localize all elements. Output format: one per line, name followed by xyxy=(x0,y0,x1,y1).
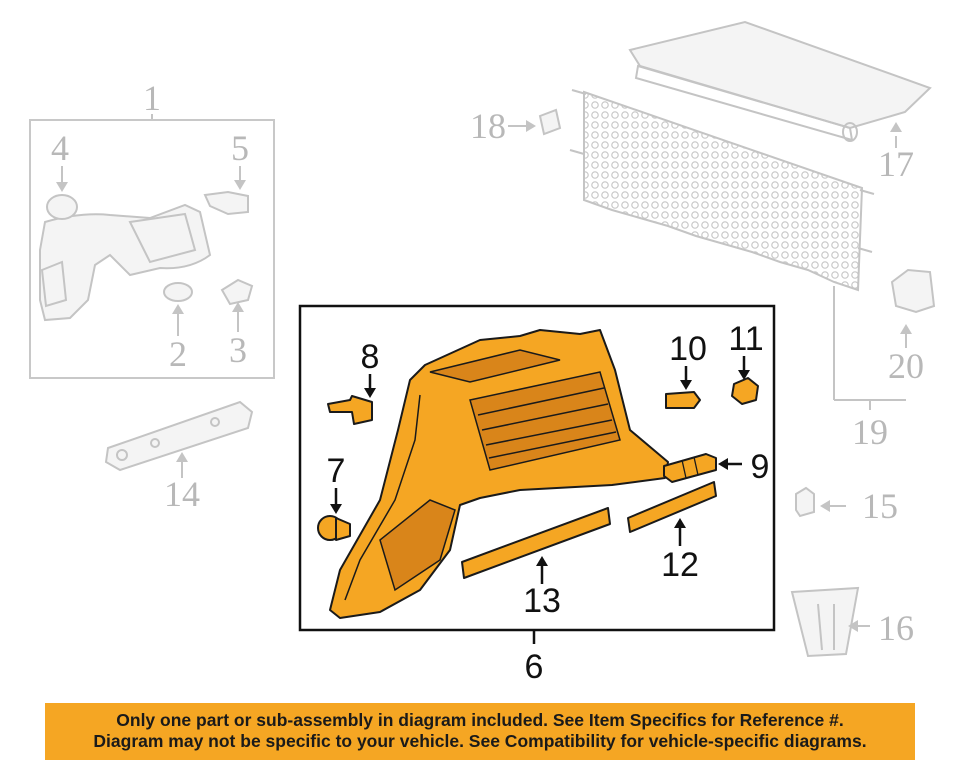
parts-diagram: 1 4 5 2 3 14 18 xyxy=(29,20,936,686)
assembly-group-6: 6 8 7 10 11 xyxy=(298,304,776,686)
part-14-group: 14 xyxy=(104,400,254,514)
assembly-group-1: 1 4 5 2 3 xyxy=(29,78,275,379)
callout-1[interactable]: 1 xyxy=(143,78,161,118)
bin-16-ghost xyxy=(790,586,860,658)
fastener-2-ghost xyxy=(163,282,193,302)
part-18-group: 18 xyxy=(470,106,562,146)
strip-13[interactable] xyxy=(461,507,611,579)
clip-4-ghost xyxy=(46,194,78,220)
callout-13[interactable]: 13 xyxy=(523,582,561,620)
notice-banner: Only one part or sub-assembly in diagram… xyxy=(45,703,915,760)
callout-5[interactable]: 5 xyxy=(231,128,249,168)
clip-11[interactable] xyxy=(731,377,759,405)
cargo-cover-ghost xyxy=(628,20,932,130)
callout-10[interactable]: 10 xyxy=(669,330,707,368)
callout-12[interactable]: 12 xyxy=(661,546,699,584)
clip-3-ghost xyxy=(220,278,254,306)
callout-7[interactable]: 7 xyxy=(327,452,346,490)
callout-15[interactable]: 15 xyxy=(862,486,898,526)
part-16-group: 16 xyxy=(790,586,914,658)
part-19-group: 19 xyxy=(569,89,906,452)
callout-18[interactable]: 18 xyxy=(470,106,506,146)
callout-19[interactable]: 19 xyxy=(852,412,888,452)
group-1-frame xyxy=(29,119,275,379)
callout-14[interactable]: 14 xyxy=(164,474,200,514)
callout-17[interactable]: 17 xyxy=(878,144,914,184)
clip-10[interactable] xyxy=(665,391,701,409)
callout-8[interactable]: 8 xyxy=(361,338,380,376)
clip-9[interactable] xyxy=(663,453,717,483)
callout-11[interactable]: 11 xyxy=(728,320,763,358)
part-20-group: 20 xyxy=(888,268,936,386)
callout-6[interactable]: 6 xyxy=(525,648,544,686)
notice-line-1: Only one part or sub-assembly in diagram… xyxy=(116,710,844,730)
clip-8[interactable] xyxy=(327,395,373,425)
cargo-net-ghost xyxy=(583,90,864,292)
clip-15-ghost xyxy=(795,486,815,518)
bracket-20-ghost xyxy=(890,268,936,314)
callout-9[interactable]: 9 xyxy=(751,448,770,486)
part-15-group: 15 xyxy=(795,486,898,526)
strip-12[interactable] xyxy=(627,481,717,533)
cap-18-ghost xyxy=(538,108,562,136)
notice-line-2: Diagram may not be specific to your vehi… xyxy=(93,731,867,751)
callout-3[interactable]: 3 xyxy=(229,330,247,370)
callout-20[interactable]: 20 xyxy=(888,346,924,386)
callout-4[interactable]: 4 xyxy=(51,128,69,168)
callout-2[interactable]: 2 xyxy=(169,334,187,374)
part-17-group: 17 xyxy=(628,20,932,184)
callout-16[interactable]: 16 xyxy=(878,608,914,648)
fastener-5-ghost xyxy=(203,190,249,216)
quarter-trim-ghost xyxy=(39,203,212,322)
